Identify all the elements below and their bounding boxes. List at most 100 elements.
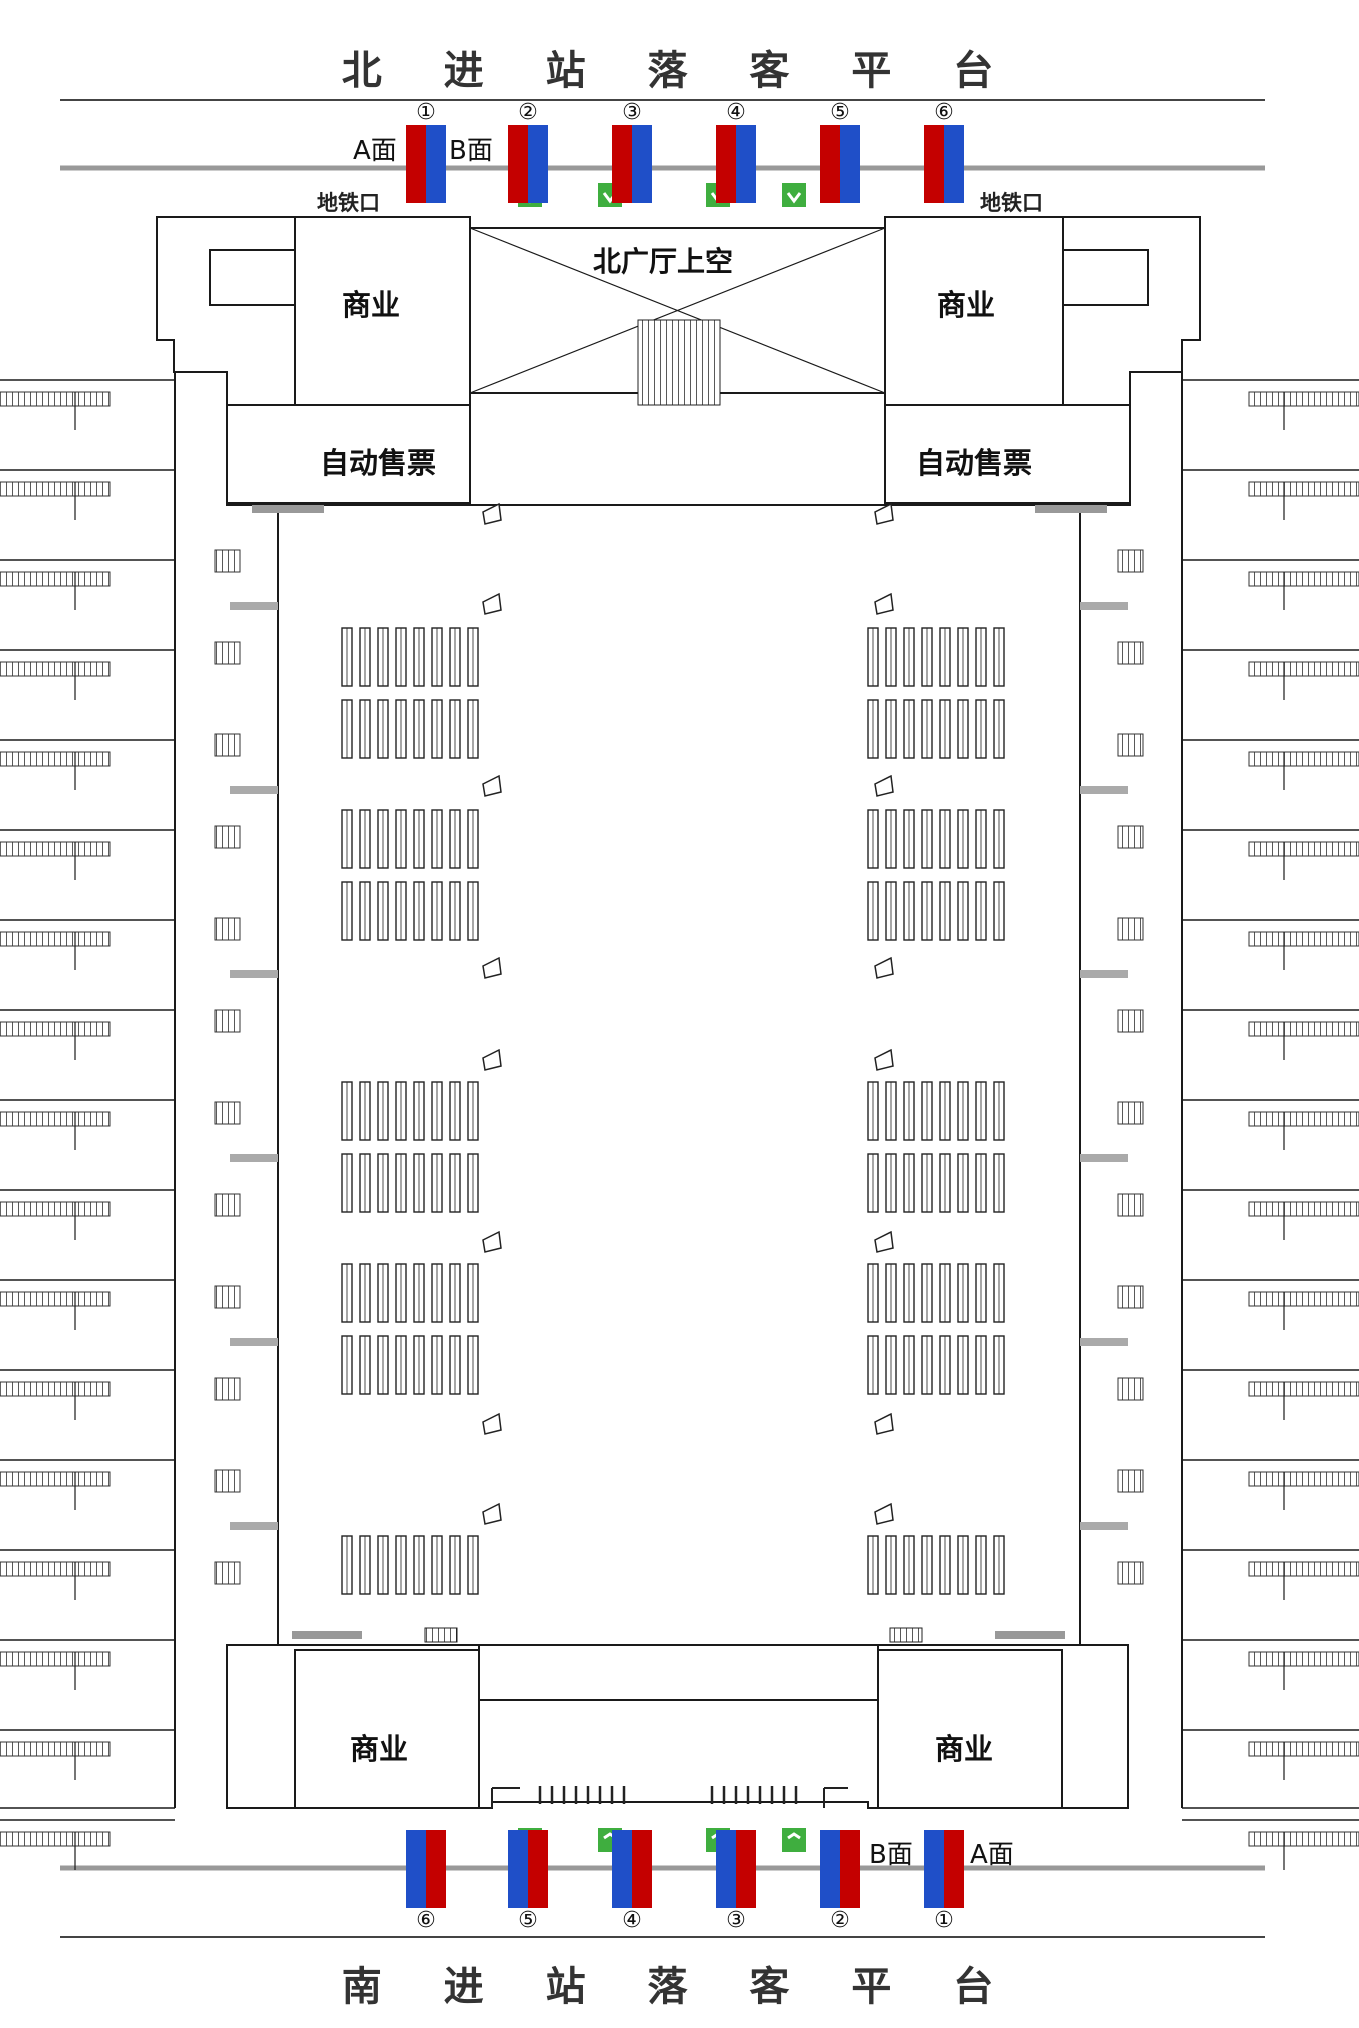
pillar [874, 1412, 894, 1435]
corridor-stair [214, 1561, 241, 1585]
platform-stair [0, 1471, 111, 1487]
exit-arrow-icon [782, 1828, 806, 1852]
north-platform-title: 北 进 站 落 客 平 台 [341, 48, 1018, 94]
pillars [482, 502, 894, 1525]
escalator-icon [424, 1627, 458, 1643]
south-panel-6-a-face[interactable] [426, 1830, 446, 1908]
north-panel-1-a-face[interactable] [406, 125, 426, 203]
ticketing-nw-label: 自动售票 [320, 446, 437, 480]
south-platform-title: 南 进 站 落 客 平 台 [341, 1964, 1018, 2010]
north-panel-4-a-face[interactable] [716, 125, 736, 203]
south-panel-3-a-face[interactable] [736, 1830, 756, 1908]
south-panel-5-b-face[interactable] [508, 1830, 528, 1908]
south-panel-2-a-face[interactable] [840, 1830, 860, 1908]
platform-stair [0, 841, 111, 857]
escalator-icon [889, 1627, 923, 1643]
south-panel-number: ⑥ [416, 1908, 436, 1933]
concourse-markers [252, 505, 1107, 1639]
south-panel-number: ② [830, 1908, 850, 1933]
platform-stair [1248, 1651, 1359, 1667]
north-face-b-label: B面 [449, 136, 493, 166]
corridor-stair [1117, 917, 1144, 941]
platform-stair [1248, 1291, 1359, 1307]
pillar [874, 774, 894, 797]
north-panel-number: ⑥ [934, 100, 954, 125]
corridor-stair [1117, 1377, 1144, 1401]
platform-stair [1248, 1741, 1359, 1757]
south-panel-2-b-face[interactable] [820, 1830, 840, 1908]
ad-panels [406, 125, 964, 1908]
platform-stair [1248, 1111, 1359, 1127]
commercial-ne-label: 商业 [937, 288, 996, 322]
platform-stair [1248, 481, 1359, 497]
platform-stair [0, 481, 111, 497]
platform-stair [0, 661, 111, 677]
corridor-stair [214, 1009, 241, 1033]
exit-signs [518, 183, 806, 1852]
north-panel-number: ② [518, 100, 538, 125]
corridor-stair [214, 641, 241, 665]
gate-marker [1080, 970, 1128, 978]
north-panel-number: ⑤ [830, 100, 850, 125]
corridor-stair [214, 917, 241, 941]
north-panel-1-b-face[interactable] [426, 125, 446, 203]
corridor-stair [1117, 1561, 1144, 1585]
platform-stair [0, 1291, 111, 1307]
metro-entrance-right[interactable]: 地铁口 [980, 191, 1043, 215]
corridor-stair [214, 1469, 241, 1493]
north-panel-6-a-face[interactable] [924, 125, 944, 203]
platform-stair [0, 1831, 111, 1847]
platform-stair [1248, 571, 1359, 587]
south-panel-1-b-face[interactable] [924, 1830, 944, 1908]
south-panel-6-b-face[interactable] [406, 1830, 426, 1908]
south-panel-3-b-face[interactable] [716, 1830, 736, 1908]
pillar [482, 1412, 502, 1435]
gate-marker [230, 1522, 278, 1530]
south-panel-number: ① [934, 1908, 954, 1933]
north-panel-5-a-face[interactable] [820, 125, 840, 203]
north-panel-2-a-face[interactable] [508, 125, 528, 203]
corridor-stair [1117, 1009, 1144, 1033]
gate-marker [230, 1338, 278, 1346]
pillar [482, 956, 502, 979]
platform-stair [0, 931, 111, 947]
corridor-stair [214, 1285, 241, 1309]
south-panel-5-a-face[interactable] [528, 1830, 548, 1908]
corridor-stair [214, 1101, 241, 1125]
south-face-b-label: B面 [869, 1840, 913, 1870]
platform-stair [0, 1111, 111, 1127]
north-panel-2-b-face[interactable] [528, 125, 548, 203]
platform-stair [1248, 931, 1359, 947]
pillar [874, 956, 894, 979]
corridor-stair [1117, 733, 1144, 757]
south-panel-1-a-face[interactable] [944, 1830, 964, 1908]
corridor-stair [214, 1193, 241, 1217]
gate-marker [1080, 1338, 1128, 1346]
south-panel-4-a-face[interactable] [632, 1830, 652, 1908]
platform-stair [0, 391, 111, 407]
corridor-stair [214, 1377, 241, 1401]
south-panel-number: ⑤ [518, 1908, 538, 1933]
south-platform-lines [60, 1865, 1265, 1938]
platform-stair [1248, 1021, 1359, 1037]
metro-entrance-left[interactable]: 地铁口 [317, 191, 380, 215]
platform-stair [0, 1651, 111, 1667]
pillar [874, 1048, 894, 1071]
corridor-stair [1117, 1101, 1144, 1125]
platform-stair [0, 1381, 111, 1397]
pillar [482, 774, 502, 797]
corridor-stair [1117, 641, 1144, 665]
north-panel-3-b-face[interactable] [632, 125, 652, 203]
south-panel-number: ③ [726, 1908, 746, 1933]
pillar [874, 502, 894, 525]
south-panel-4-b-face[interactable] [612, 1830, 632, 1908]
north-panel-5-b-face[interactable] [840, 125, 860, 203]
commercial-se-label: 商业 [935, 1732, 994, 1766]
pillar [482, 502, 502, 525]
north-panel-3-a-face[interactable] [612, 125, 632, 203]
north-panel-4-b-face[interactable] [736, 125, 756, 203]
platform-stair [0, 571, 111, 587]
north-panel-6-b-face[interactable] [944, 125, 964, 203]
corridor-stair [1117, 825, 1144, 849]
